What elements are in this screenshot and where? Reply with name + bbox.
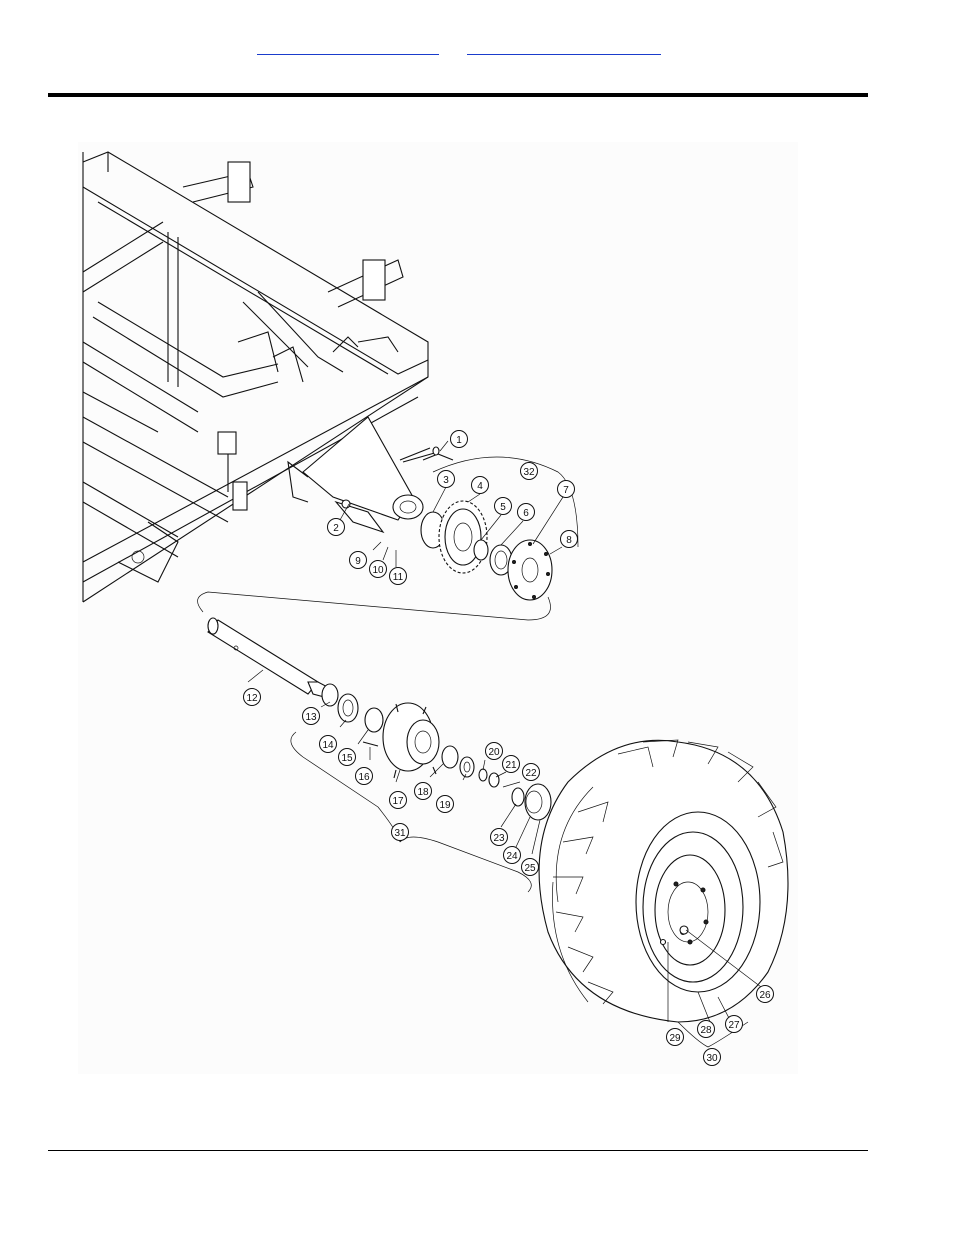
svg-text:24: 24 (506, 851, 518, 862)
callout-32: 32 (520, 462, 538, 480)
callout-26: 26 (756, 985, 774, 1003)
callout-29: 29 (666, 1028, 684, 1046)
callout-24: 24 (503, 846, 521, 864)
part-20-washer (478, 768, 488, 782)
callout-4: 4 (471, 476, 489, 494)
part-17-hub (382, 702, 440, 779)
callout-21: 21 (502, 755, 520, 773)
footer-rule (48, 1150, 868, 1151)
callout-20: 20 (485, 742, 503, 760)
part-15-race (364, 707, 384, 733)
svg-text:6: 6 (523, 508, 529, 519)
callout-3: 3 (437, 470, 455, 488)
header-link-right[interactable] (467, 38, 661, 55)
svg-text:10: 10 (372, 565, 384, 576)
svg-text:13: 13 (305, 712, 317, 723)
callout-28: 28 (697, 1020, 715, 1038)
svg-text:15: 15 (341, 753, 353, 764)
header-rule (48, 93, 868, 97)
svg-text:7: 7 (563, 485, 569, 496)
header-link-left[interactable] (257, 38, 439, 55)
part-16-bolt (362, 741, 379, 747)
callout-16: 16 (355, 767, 373, 785)
svg-text:16: 16 (358, 772, 370, 783)
callout-22: 22 (522, 763, 540, 781)
part-18-race (441, 745, 459, 769)
callout-18: 18 (414, 782, 432, 800)
exploded-view-drawing: 1 2 3 4 5 6 7 8 9 10 11 12 13 14 15 16 1… (82, 151, 789, 1066)
svg-text:11: 11 (393, 572, 404, 583)
part-4-sprocket (438, 500, 488, 574)
part-19-bearing-cone (459, 756, 475, 778)
part-13-seal (321, 683, 339, 707)
callout-7: 7 (557, 480, 575, 498)
callout-11: 11 (389, 567, 407, 585)
callout-15: 15 (338, 748, 356, 766)
callout-6: 6 (517, 503, 535, 521)
callout-2: 2 (327, 518, 345, 536)
svg-text:23: 23 (493, 833, 505, 844)
svg-text:17: 17 (392, 796, 404, 807)
callout-25: 25 (521, 858, 539, 876)
svg-text:3: 3 (443, 475, 449, 486)
callout-14: 14 (319, 735, 337, 753)
svg-text:22: 22 (525, 768, 537, 779)
group-30-bracket (677, 1021, 749, 1048)
svg-text:25: 25 (524, 863, 536, 874)
callout-19: 19 (436, 795, 454, 813)
callout-9: 9 (349, 551, 367, 569)
callout-8: 8 (560, 530, 578, 548)
svg-text:31: 31 (394, 828, 406, 839)
svg-text:30: 30 (706, 1053, 718, 1064)
spindle-mount (287, 416, 454, 534)
part-12-spindle (207, 617, 334, 699)
svg-text:20: 20 (488, 747, 500, 758)
callout-13: 13 (302, 707, 320, 725)
svg-text:28: 28 (700, 1025, 712, 1036)
part-5-seal (473, 539, 489, 561)
callout-27: 27 (725, 1015, 743, 1033)
callout-23: 23 (490, 828, 508, 846)
svg-text:21: 21 (505, 760, 517, 771)
parts-diagram: 1 2 3 4 5 6 7 8 9 10 11 12 13 14 15 16 1… (78, 142, 798, 1074)
frame-assembly (82, 151, 429, 603)
svg-text:14: 14 (322, 740, 334, 751)
callout-30: 30 (703, 1048, 721, 1066)
part-25-dust-cap (524, 783, 552, 821)
callout-5: 5 (494, 497, 512, 515)
svg-text:2: 2 (333, 523, 339, 534)
svg-text:32: 32 (523, 467, 535, 478)
callout-1: 1 (450, 430, 468, 448)
callout-12: 12 (243, 688, 261, 706)
shaft-leader-curve (197, 591, 551, 621)
part-23-washer (511, 787, 525, 807)
callout-17: 17 (389, 791, 407, 809)
group-32-bracket (432, 456, 579, 548)
part-1-bolt (402, 446, 440, 463)
callout-10: 10 (369, 560, 387, 578)
part-21-nut (488, 772, 500, 788)
svg-text:1: 1 (456, 435, 462, 446)
svg-text:12: 12 (246, 693, 258, 704)
svg-text:4: 4 (477, 481, 483, 492)
leader-lines (247, 440, 762, 1023)
tire-wheel-assembly (538, 739, 789, 1023)
svg-text:18: 18 (417, 787, 429, 798)
svg-text:8: 8 (566, 535, 572, 546)
part-14-bearing-cone (337, 693, 359, 723)
callout-31: 31 (391, 823, 409, 841)
svg-text:26: 26 (759, 990, 771, 1001)
svg-text:27: 27 (728, 1020, 740, 1031)
svg-text:19: 19 (439, 800, 451, 811)
svg-text:9: 9 (355, 556, 361, 567)
svg-text:29: 29 (669, 1033, 681, 1044)
part-8-flange (507, 539, 553, 601)
svg-text:5: 5 (500, 502, 506, 513)
